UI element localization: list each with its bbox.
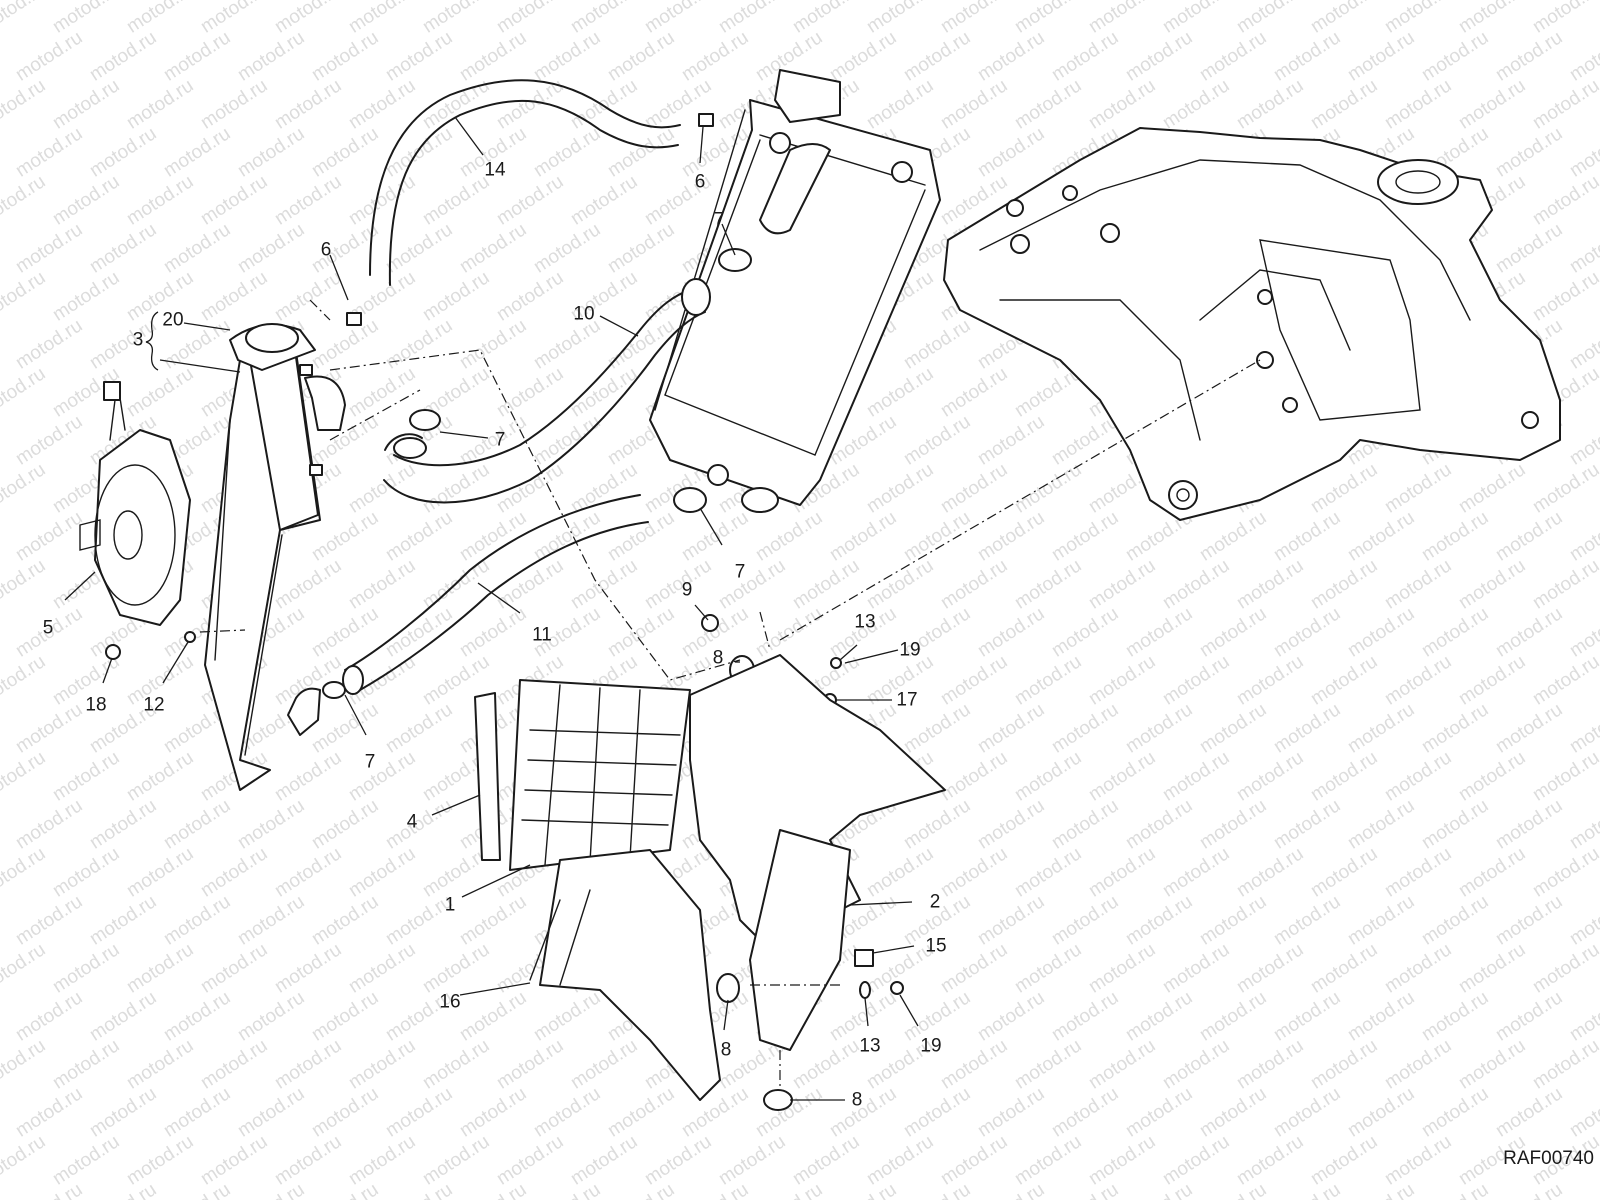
callout-13-top: 13 [854, 611, 876, 633]
callout-10: 10 [573, 303, 595, 325]
assembly-lines [199, 299, 1261, 1090]
callout-15: 15 [925, 935, 947, 957]
callout-16: 16 [439, 991, 461, 1013]
callout-13-bottom: 13 [859, 1035, 881, 1057]
callout-18: 18 [85, 694, 107, 716]
callout-5: 5 [42, 617, 54, 639]
callout-3: 3 [132, 329, 144, 351]
callout-6-top: 6 [694, 171, 706, 193]
callout-8-bottom-right: 8 [851, 1089, 863, 1111]
callout-6-left: 6 [320, 239, 332, 261]
callout-8-bottom-left: 8 [720, 1039, 732, 1061]
callout-7-mid: 7 [494, 429, 506, 451]
callout-7-right: 7 [734, 561, 746, 583]
frame [943, 127, 1561, 521]
callout-2: 2 [929, 891, 941, 913]
callout-19-bottom: 19 [920, 1035, 942, 1057]
callout-12: 12 [143, 694, 165, 716]
callout-14: 14 [484, 159, 506, 181]
air-duct [474, 654, 946, 1101]
callout-8-top: 8 [712, 647, 724, 669]
callout-7-top: 7 [713, 209, 725, 231]
callout-17: 17 [896, 689, 918, 711]
callout-7-bottom: 7 [364, 751, 376, 773]
left-radiator [204, 323, 346, 791]
hoses [342, 79, 711, 695]
leader-lines [64, 116, 919, 1101]
callout-1: 1 [444, 894, 456, 916]
callout-4: 4 [406, 811, 418, 833]
callout-20: 20 [162, 309, 184, 331]
drawing-code: RAF00740 [1503, 1148, 1594, 1169]
callout-19-top: 19 [899, 639, 921, 661]
right-radiator [649, 69, 941, 513]
cooling-fan [79, 381, 191, 626]
callout-9: 9 [681, 579, 693, 601]
callout-11: 11 [532, 624, 552, 646]
